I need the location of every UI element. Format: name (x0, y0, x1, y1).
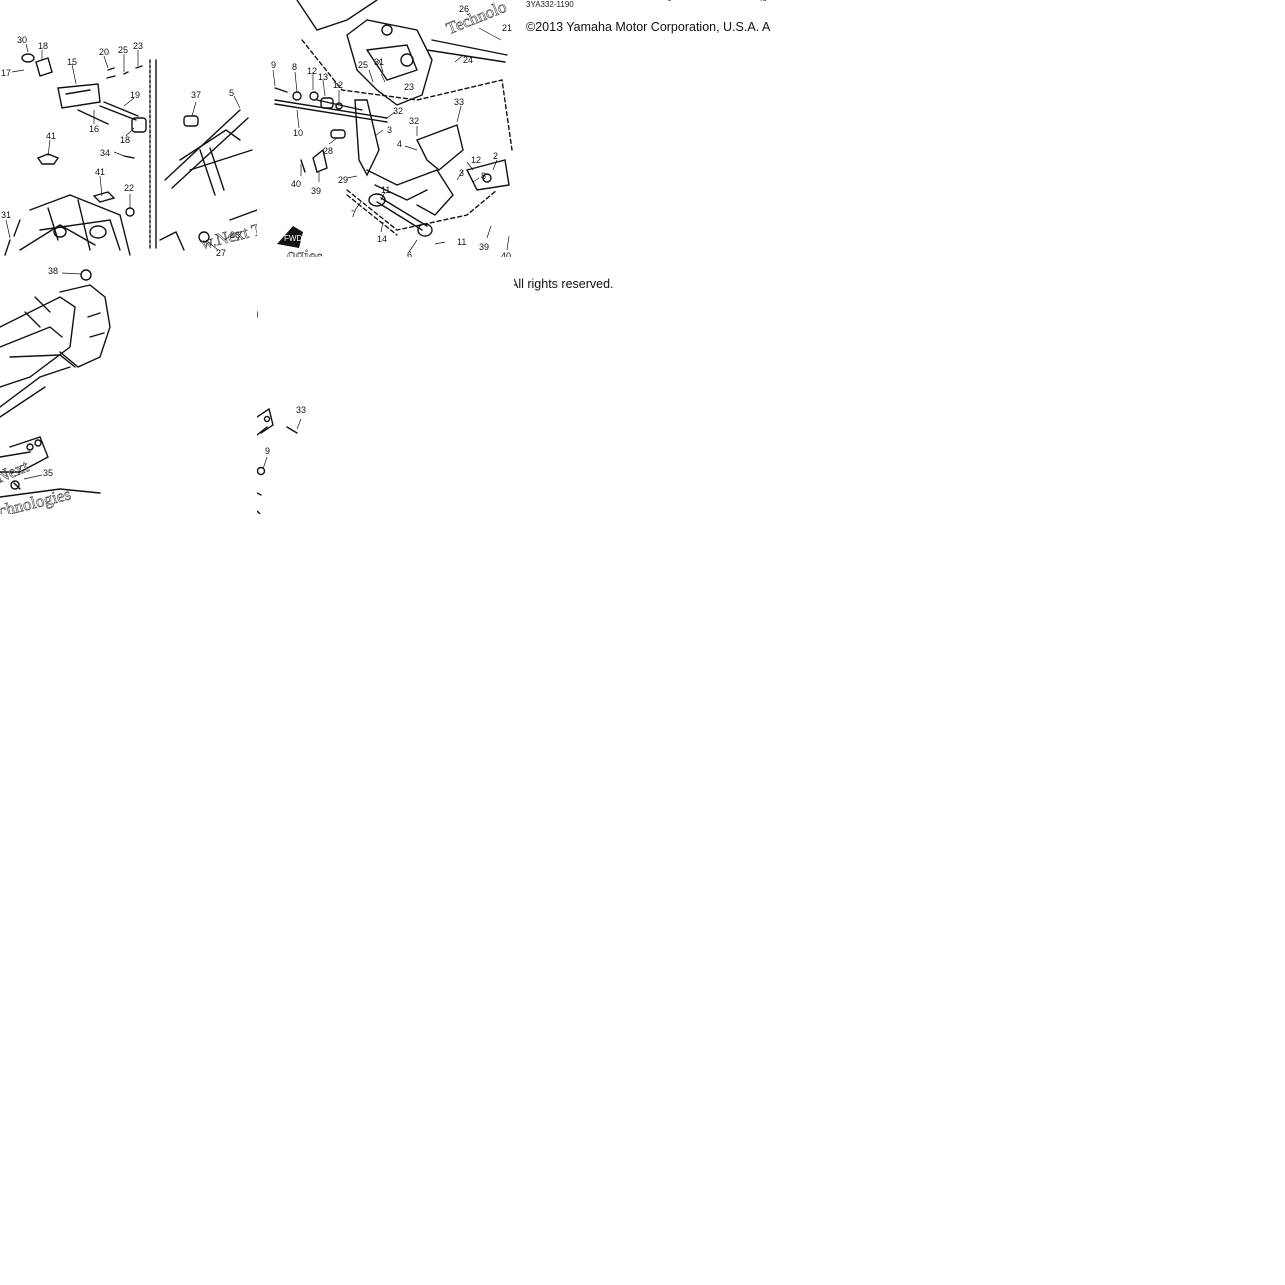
callout-label: 27 (216, 248, 227, 257)
callout-label: 26 (459, 4, 470, 14)
callout-label: 28 (323, 146, 334, 156)
callout-label: 2 (493, 151, 499, 161)
callout-label: 37 (191, 90, 202, 100)
callout-label: 36 (230, 230, 241, 240)
callout-label: 6 (667, 0, 671, 3)
callout-label: 9 (265, 446, 271, 456)
callout-label: 20 (99, 47, 110, 57)
diagram-tile-main-frame: FWD 26 21 25 31 24 23 9 8 12 13 12 33 32… (257, 0, 514, 257)
callout-label: 24 (463, 55, 474, 65)
callout-label: 33 (296, 405, 307, 415)
callout-label: 11 (381, 185, 391, 195)
callout-label: 31 (374, 57, 385, 67)
callout-label: 12 (307, 66, 318, 76)
callout-label: 41 (95, 167, 106, 177)
fwd-arrow-icon: FWD (277, 226, 303, 248)
callout-label: 33 (454, 97, 465, 107)
copyright-notice: ©2013 Yamaha Motor Corporation, U.S.A. A (526, 20, 771, 34)
callout-label: 39 (479, 242, 490, 252)
callout-label: 12 (471, 155, 482, 165)
callout-label: 21 (502, 23, 513, 33)
callout-label: 31 (1, 210, 12, 220)
callout-label: 5 (229, 88, 235, 98)
callout-label: 35 (43, 468, 54, 478)
frame-drawing-b: FWD (272, 0, 513, 253)
callout-label: 32 (409, 116, 420, 126)
callout-label: 25 (358, 60, 369, 70)
callout-label: 41 (46, 131, 57, 141)
callout-label: 11 (457, 237, 467, 247)
callout-label: 7 (351, 209, 357, 219)
callout-label: 23 (404, 82, 415, 92)
callout-label: 40 (758, 0, 767, 3)
callout-label: 12 (333, 80, 344, 90)
callout-label: 15 (67, 57, 78, 67)
callout-label: 39 (311, 186, 322, 196)
callout-label: 3 (459, 168, 465, 178)
diagram-tile-rear-frame: 30 18 20 25 23 17 15 19 37 5 16 18 41 34… (0, 0, 257, 257)
callout-label: 10 (293, 128, 304, 138)
watermark-text: ogies (286, 244, 324, 257)
diagram-tile-rights: All rights reserved. (514, 257, 771, 514)
frame-drawing-a (4, 43, 257, 256)
callout-label: 25 (118, 45, 129, 55)
callout-label: 16 (89, 124, 100, 134)
frame-drawing-e (257, 311, 302, 514)
callout-label: 14 (377, 234, 388, 244)
callout-label: 32 (393, 106, 404, 116)
diagram-tile-front-frame: 38 35 Next chnologies (0, 257, 257, 514)
callout-label: 4 (397, 139, 403, 149)
callout-label: 18 (38, 41, 49, 51)
callout-label: 8 (481, 171, 487, 181)
callout-label: 17 (1, 68, 12, 78)
callout-label: 8 (292, 62, 298, 72)
frame-drawing-d (0, 269, 111, 498)
callout-label: 22 (124, 183, 135, 193)
diagram-tile-lower-section: 33 9 (257, 257, 514, 514)
callout-label: 23 (133, 41, 144, 51)
callout-label: 6 (407, 250, 413, 257)
callout-label: 29 (338, 175, 349, 185)
callout-label: 40 (501, 251, 512, 257)
callout-label: 18 (120, 135, 131, 145)
callout-label: 19 (130, 90, 141, 100)
callout-label: 3 (387, 125, 393, 135)
svg-text:FWD: FWD (284, 234, 302, 243)
callout-label: 40 (291, 179, 302, 189)
callout-label: 13 (318, 72, 329, 82)
callout-label: 30 (17, 35, 28, 45)
callout-label: 34 (100, 148, 111, 158)
diagram-tile-header: 6 40 3YA332-1190 ©2013 Yamaha Motor Corp… (514, 0, 771, 257)
parts-code: 3YA332-1190 (526, 0, 574, 9)
callout-label: 9 (271, 60, 277, 70)
rights-notice: All rights reserved. (514, 277, 614, 291)
callout-label: 38 (48, 266, 59, 276)
